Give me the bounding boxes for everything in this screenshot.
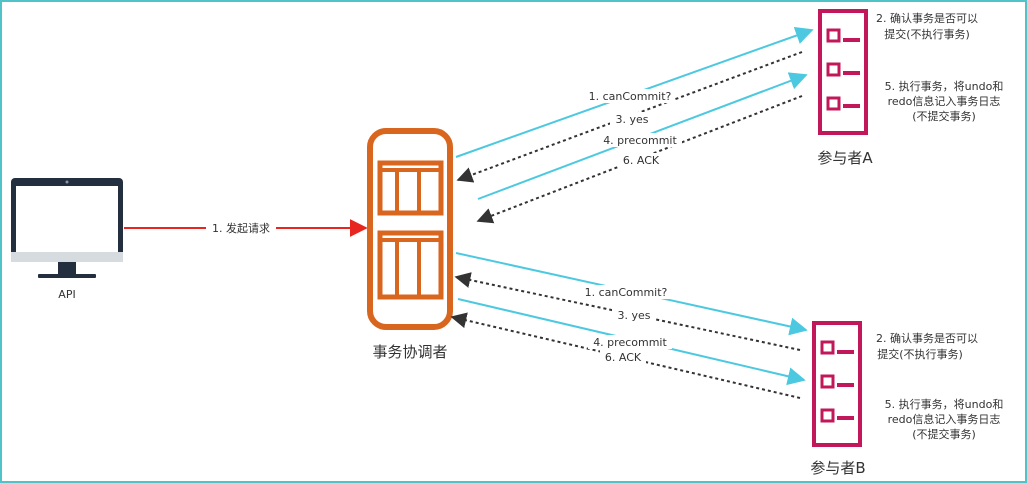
coordinator-icon — [367, 128, 453, 330]
a-yes-label: 3. yes — [616, 113, 649, 126]
participant-b-execute-note-line2: redo信息记入事务日志 — [888, 412, 1001, 426]
participant-b-label: 参与者B — [810, 459, 865, 477]
participant-a-execute-note-line3: (不提交事务) — [912, 109, 976, 123]
api-label: API — [58, 288, 75, 301]
participant-a-confirm-note-line2: 提交(不执行事务) — [884, 27, 970, 41]
participant-b-icon — [812, 321, 862, 447]
participant-a-icon — [818, 9, 868, 135]
a-yes-arrow — [456, 51, 803, 183]
request-label: 1. 发起请求 — [212, 221, 270, 235]
b-precommit-label: 4. precommit — [593, 336, 667, 349]
b-ack-label: 6. ACK — [605, 351, 642, 364]
api-monitor-icon — [11, 178, 123, 278]
participant-a-execute-note-line1: 5. 执行事务，将undo和 — [885, 79, 1004, 93]
participant-b-execute-note-line1: 5. 执行事务，将undo和 — [885, 397, 1004, 411]
participant-b-confirm-note-line1: 2. 确认事务是否可以 — [876, 332, 978, 345]
b-cancommit-label: 1. canCommit? — [585, 286, 668, 299]
a-precommit-label: 4. precommit — [603, 134, 677, 147]
participant-b-confirm-note-line2: 提交(不执行事务) — [877, 347, 963, 361]
b-yes-label: 3. yes — [618, 309, 651, 322]
a-ack-arrow — [476, 95, 803, 224]
coordinator-label: 事务协调者 — [372, 343, 447, 361]
participant-a-label: 参与者A — [817, 149, 873, 167]
participant-a-execute-note-line2: redo信息记入事务日志 — [888, 94, 1001, 108]
participant-a-confirm-note-line1: 2. 确认事务是否可以 — [876, 12, 978, 25]
participant-b-execute-note-line3: (不提交事务) — [912, 427, 976, 441]
a-cancommit-label: 1. canCommit? — [589, 90, 672, 103]
a-ack-label: 6. ACK — [623, 154, 660, 167]
